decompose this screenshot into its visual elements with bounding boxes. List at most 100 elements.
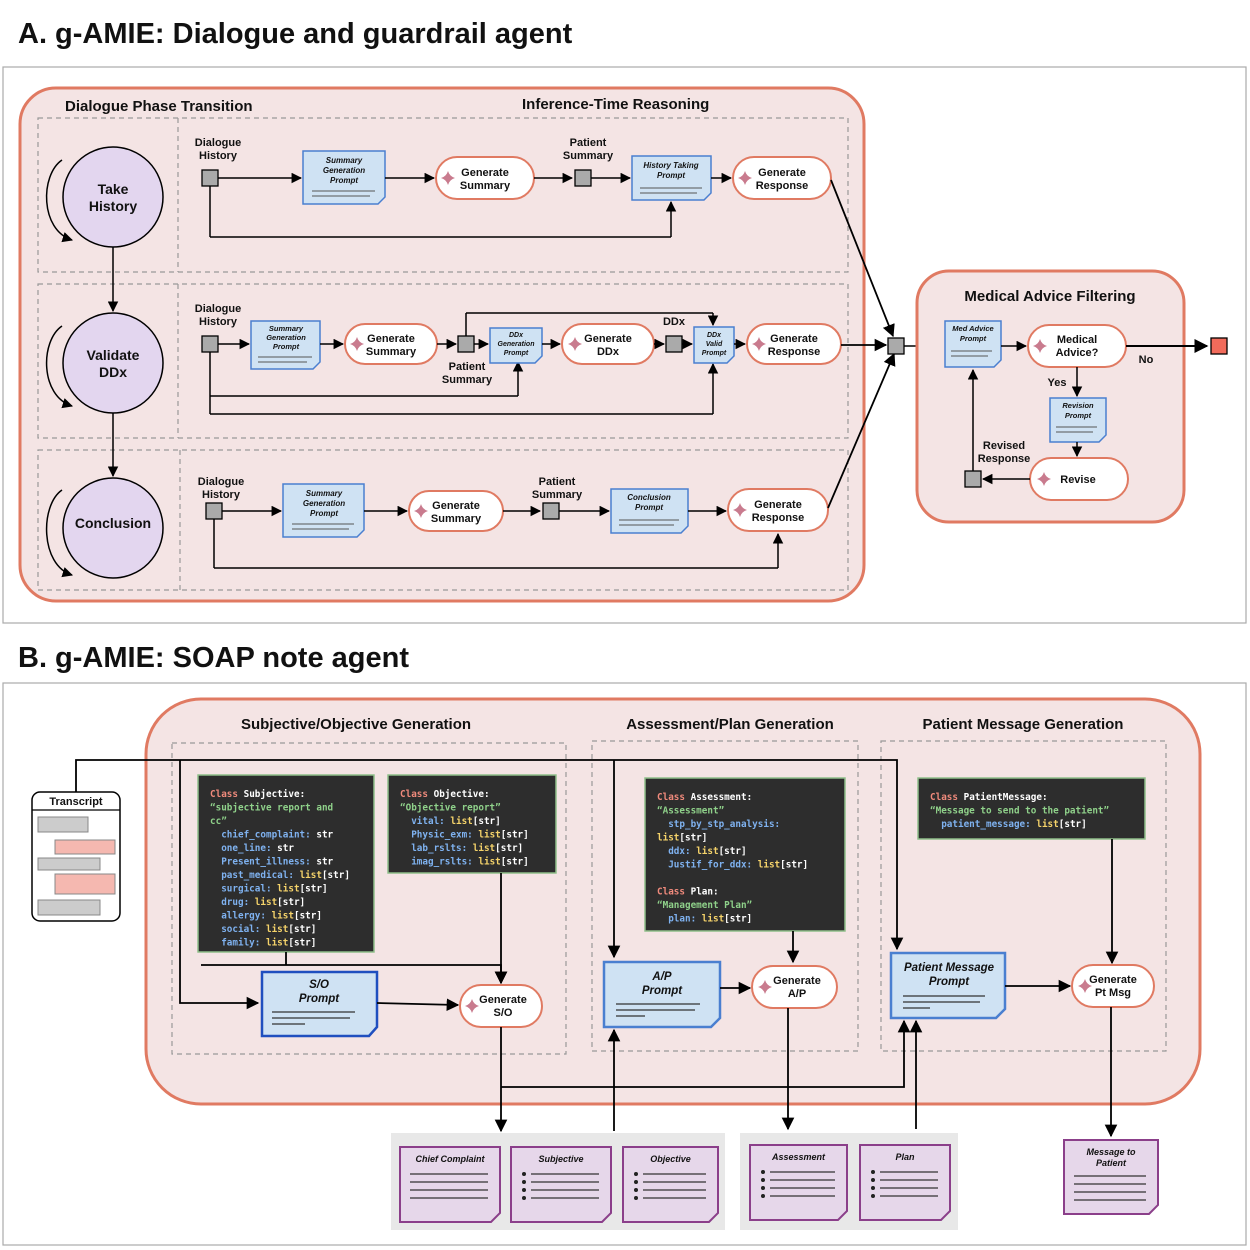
svg-text:Prompt: Prompt <box>299 993 340 1005</box>
row1-generate-response: Generate Response <box>732 156 832 200</box>
sparkle-icon <box>733 503 747 517</box>
ap-prompt: A/P Prompt <box>602 960 722 1029</box>
code-line: Class Plan: <box>657 887 719 898</box>
svg-text:Revision: Revision <box>1062 401 1094 410</box>
pm-prompt: Patient Message Prompt <box>889 951 1007 1020</box>
code-line: imag_rslts: list[str] <box>400 857 529 868</box>
svg-text:Generate: Generate <box>1089 974 1137 986</box>
svg-text:Generate: Generate <box>770 333 818 345</box>
svg-text:Summary: Summary <box>306 489 343 498</box>
svg-text:Revised: Revised <box>983 440 1025 452</box>
svg-text:Generation: Generation <box>323 166 365 175</box>
svg-text:Summary: Summary <box>442 374 493 386</box>
code-line: “Management Plan” <box>657 900 752 911</box>
svg-text:Medical: Medical <box>1057 334 1097 346</box>
code-line: Justif_for_ddx: list[str] <box>657 860 808 871</box>
sparkle-icon <box>441 171 455 185</box>
code-line: stp_by_stp_analysis: <box>657 819 780 830</box>
svg-text:DDx: DDx <box>597 346 620 358</box>
svg-text:Dialogue: Dialogue <box>195 303 241 315</box>
code-line: chief_complaint: str <box>210 830 334 841</box>
svg-text:Patient: Patient <box>539 476 576 488</box>
transcript-card: Transcript <box>31 791 121 922</box>
row2-ddx-prompt: DDx Generation Prompt <box>489 327 543 364</box>
soap-frames <box>171 740 1167 1055</box>
svg-text:Valid: Valid <box>706 341 723 348</box>
code-line: patient_message: list[str] <box>930 819 1087 830</box>
code-line: vital: list[str] <box>400 816 501 827</box>
code-patient: Class PatientMessage:“Message to send to… <box>930 792 1109 830</box>
output-doc-label: Plan <box>895 1152 915 1162</box>
code-line: Class Objective: <box>400 789 490 800</box>
output-doc: Chief Complaint <box>399 1146 501 1223</box>
svg-text:Dialogue: Dialogue <box>195 137 241 149</box>
svg-text:Validate: Validate <box>87 347 140 363</box>
sparkle-icon <box>1078 979 1092 993</box>
row2-generate-ddx: Generate DDx <box>561 323 655 365</box>
sparkle-icon <box>752 337 766 351</box>
svg-text:Summary: Summary <box>431 513 482 525</box>
output-doc: Objective <box>622 1146 719 1223</box>
svg-text:Response: Response <box>768 346 821 358</box>
generate-pm: Generate Pt Msg <box>1071 964 1155 1008</box>
row3: Dialogue History Summary Generation Prom… <box>198 476 829 569</box>
code-line: plan: list[str] <box>657 914 752 925</box>
svg-text:Advice?: Advice? <box>1056 347 1099 359</box>
output-doc-label: Chief Complaint <box>416 1154 486 1164</box>
sparkle-icon <box>568 337 582 351</box>
code-line: “Assessment” <box>657 806 724 817</box>
code-line: past_medical: list[str] <box>210 870 350 881</box>
code-line: family: list[str] <box>210 938 316 949</box>
code-line: “Message to send to the patient” <box>930 806 1109 817</box>
svg-text:Prompt: Prompt <box>504 350 529 357</box>
svg-text:Med Advice: Med Advice <box>952 324 993 333</box>
output-doc-label: Message to <box>1086 1147 1136 1157</box>
svg-text:DDx: DDx <box>509 332 524 339</box>
generate-ap: Generate A/P <box>751 965 838 1009</box>
svg-text:Generate: Generate <box>479 994 527 1006</box>
svg-text:DDx: DDx <box>99 364 127 380</box>
svg-text:Prompt: Prompt <box>960 334 987 343</box>
code-subjective: Class Subjective:“subjective report andc… <box>210 789 350 949</box>
svg-text:Generate: Generate <box>773 975 821 987</box>
svg-text:Generation: Generation <box>303 499 345 508</box>
code-line: “subjective report and <box>210 803 333 814</box>
phase-header: Dialogue Phase Transition <box>65 98 253 115</box>
svg-text:Summary: Summary <box>563 150 614 162</box>
sparkle-icon <box>414 504 428 518</box>
code-line: allergy: list[str] <box>210 911 322 922</box>
sparkle-icon <box>465 999 479 1013</box>
filter-title: Medical Advice Filtering <box>964 288 1135 305</box>
yes-label: Yes <box>1048 377 1067 389</box>
svg-text:Take: Take <box>98 181 129 197</box>
row2-generate-summary: Generate Summary <box>344 323 438 365</box>
sparkle-icon <box>758 980 772 994</box>
svg-text:Prompt: Prompt <box>702 350 727 357</box>
svg-text:Prompt: Prompt <box>635 503 663 512</box>
svg-text:Generate: Generate <box>461 167 509 179</box>
reasoning-header: Inference-Time Reasoning <box>522 96 709 113</box>
output-doc: Plan <box>859 1144 951 1221</box>
sparkle-icon <box>350 337 364 351</box>
svg-text:Pt Msg: Pt Msg <box>1095 987 1131 999</box>
final-output-node <box>1210 337 1228 355</box>
row-frames <box>37 117 849 591</box>
svg-text:Generation: Generation <box>266 333 306 342</box>
svg-text:S/O: S/O <box>494 1007 513 1019</box>
svg-text:Conclusion: Conclusion <box>627 493 671 502</box>
phase-take-history: Take History <box>45 146 164 248</box>
svg-text:Generate: Generate <box>758 167 806 179</box>
svg-text:Summary: Summary <box>326 156 363 165</box>
svg-text:Prompt: Prompt <box>310 509 338 518</box>
row1-history-prompt: History Taking Prompt <box>631 155 712 201</box>
row1-history-node <box>201 169 219 187</box>
code-line: lab_rslts: list[str] <box>400 843 523 854</box>
output-doc: Assessment <box>749 1144 848 1221</box>
row2-generate-response: Generate Response <box>746 323 842 365</box>
output-doc-label: Assessment <box>771 1152 826 1162</box>
row3-conclusion-prompt: Conclusion Prompt <box>610 488 689 534</box>
svg-text:History: History <box>199 150 238 162</box>
code-line: ddx: list[str] <box>657 846 747 857</box>
svg-text:Generation: Generation <box>498 341 535 348</box>
